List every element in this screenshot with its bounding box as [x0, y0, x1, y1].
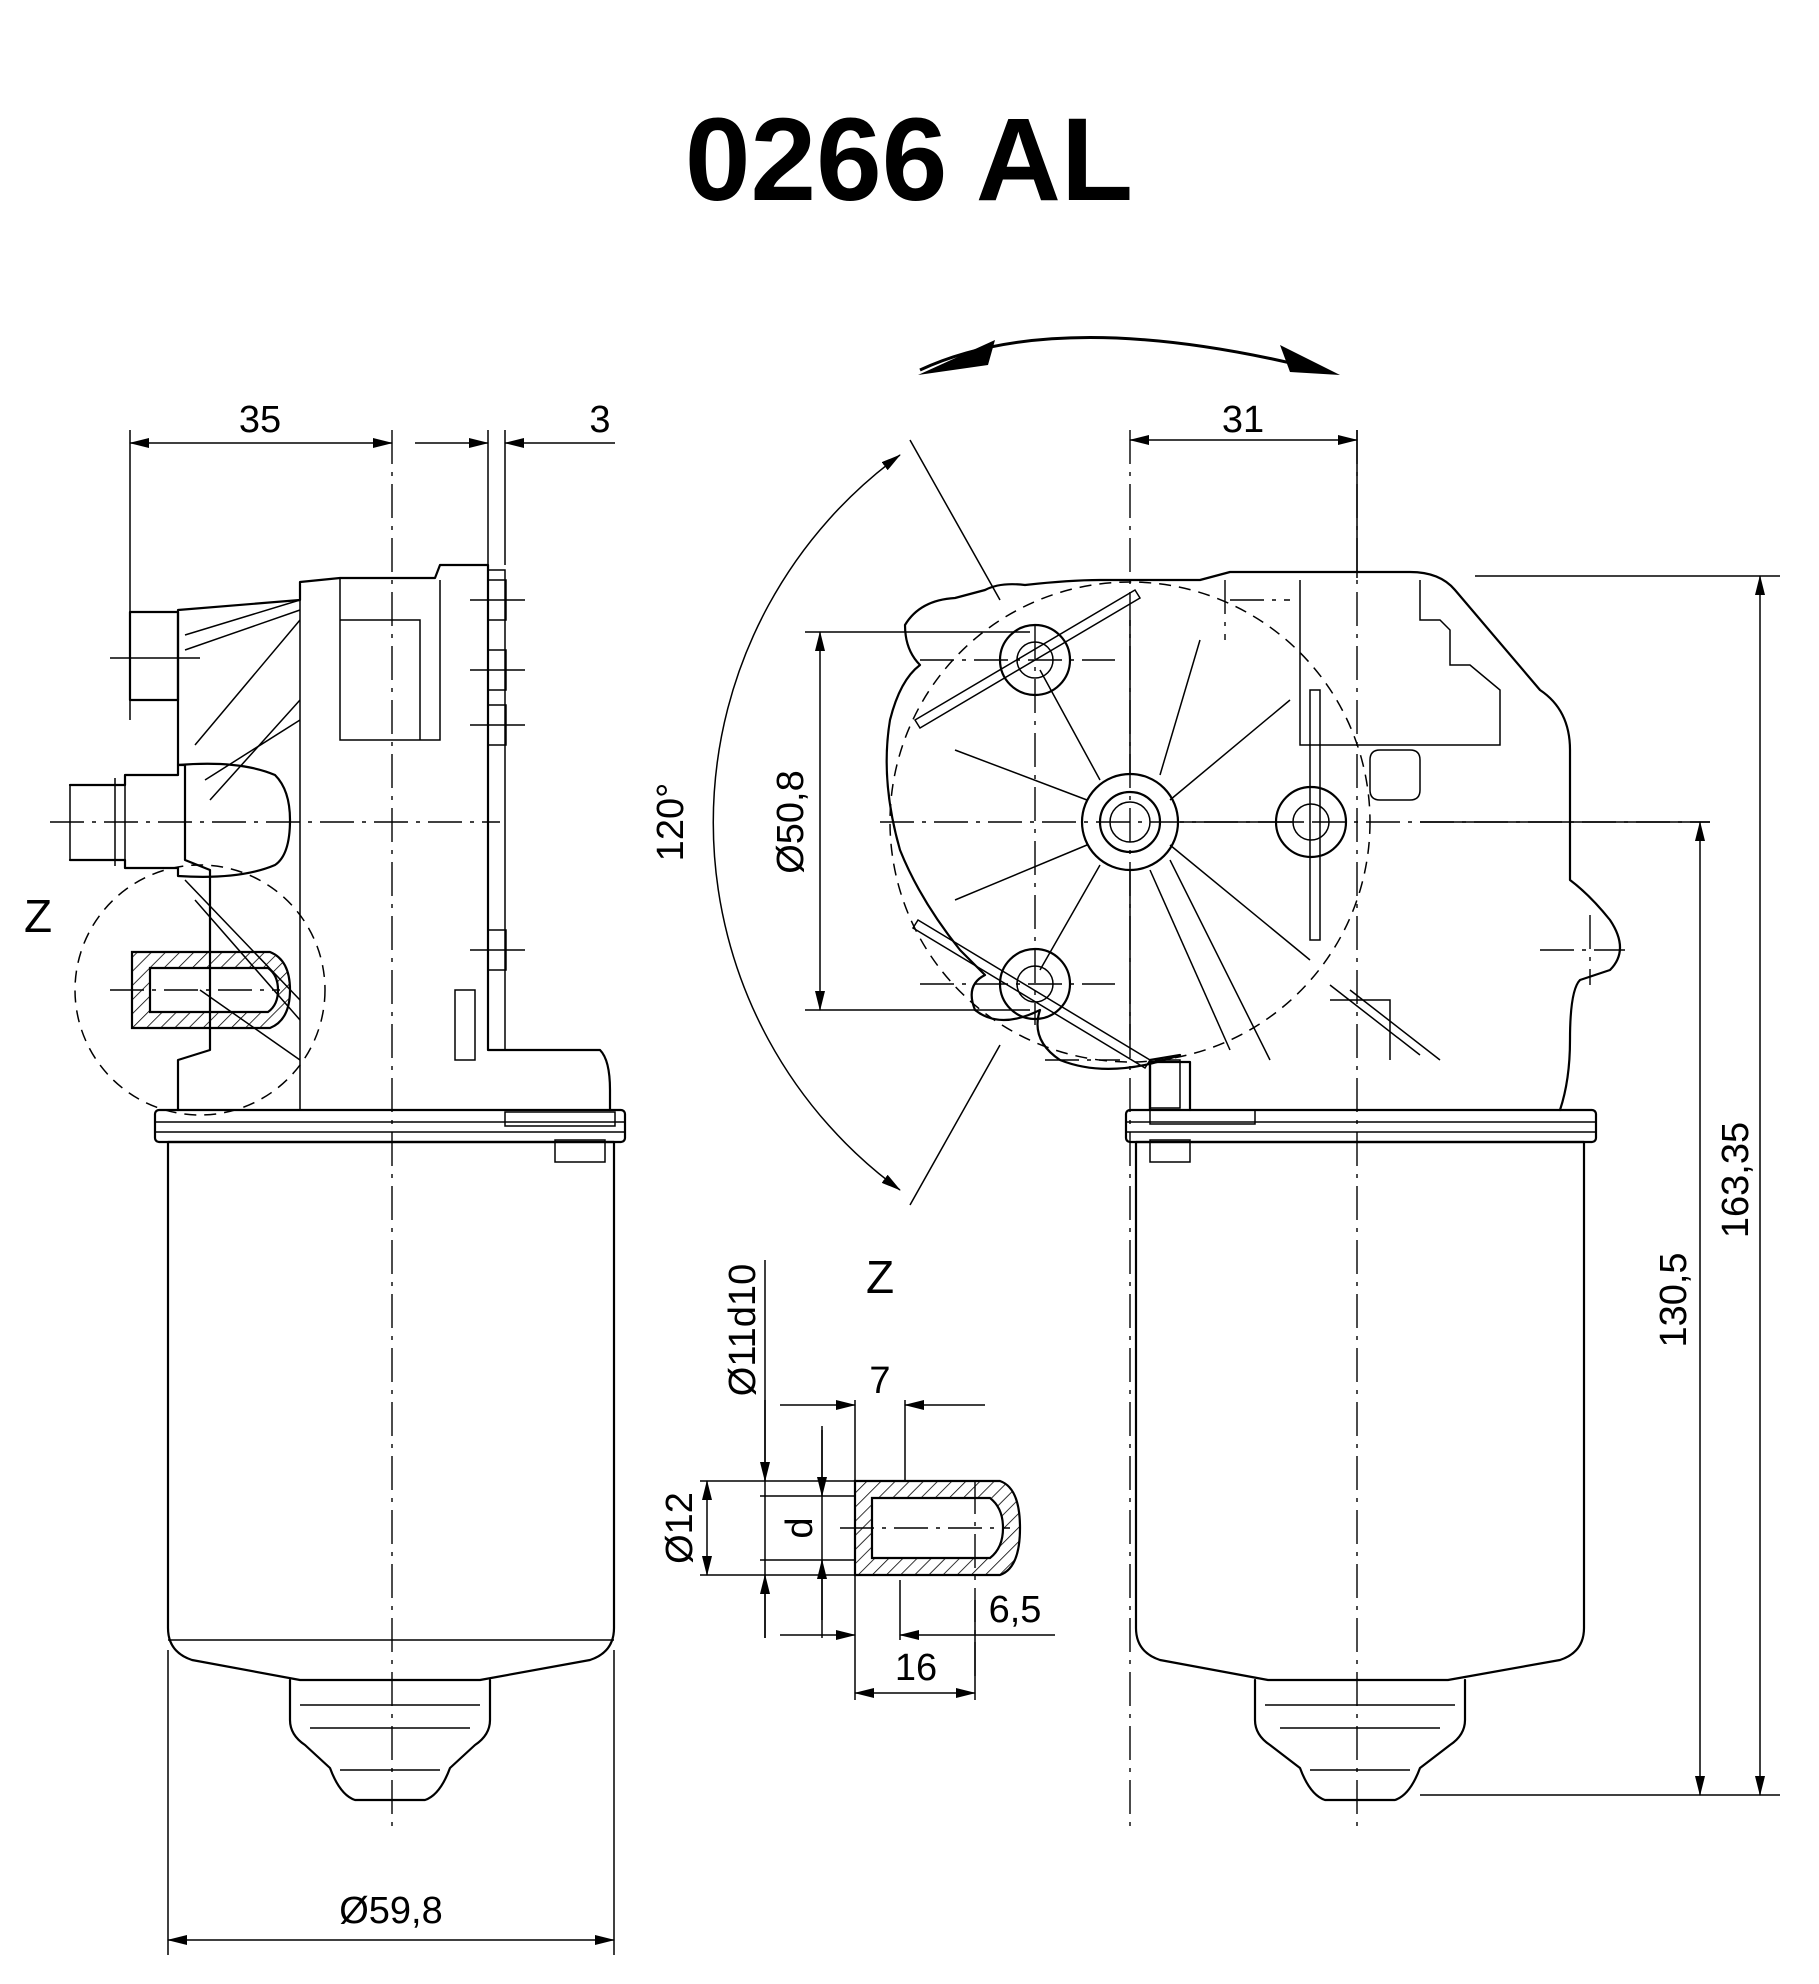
- motor-can-right: [1134, 1140, 1586, 1682]
- motor-can-left: [166, 1140, 616, 1682]
- dim-diameter-59-8: Ø59,8: [339, 1890, 443, 1932]
- bearing-cap-left: [288, 1678, 492, 1802]
- output-shaft-left: [68, 762, 292, 878]
- dim-6-5: 6,5: [989, 1589, 1042, 1631]
- dim-7: 7: [869, 1360, 890, 1402]
- dim-16: 16: [895, 1647, 937, 1689]
- dim-bolt-circle-50-8: Ø50,8: [770, 770, 812, 874]
- detail-z-circle: [74, 864, 326, 1116]
- dim-bore-11d10: Ø11d10: [722, 1264, 764, 1396]
- detail-z-view: [700, 1260, 1055, 1700]
- dim-height-130-5: 130,5: [1653, 1252, 1695, 1347]
- left-side-view: [50, 430, 627, 1955]
- dim-d: d: [779, 1517, 821, 1538]
- gearbox-housing-right: [885, 570, 1622, 1112]
- detail-z-marker: Z: [24, 890, 52, 942]
- dim-3: 3: [589, 399, 610, 441]
- bushing-section-left: [130, 950, 292, 1030]
- rotation-direction-arrow: [919, 336, 1321, 372]
- drawing-title: 0266 AL: [685, 94, 1133, 226]
- connector-left: [128, 610, 180, 702]
- dim-outer-12: Ø12: [659, 1492, 701, 1564]
- dim-35: 35: [239, 399, 281, 441]
- dim-31: 31: [1222, 399, 1264, 441]
- dim-height-163-35: 163,35: [1715, 1122, 1757, 1238]
- detail-z-title: Z: [866, 1251, 894, 1303]
- motor-flange-right: [1124, 1108, 1598, 1144]
- dim-angle-120: 120°: [650, 783, 692, 862]
- motor-flange-left: [153, 1108, 627, 1144]
- bearing-cap-right: [1253, 1678, 1467, 1802]
- right-front-view: [712, 336, 1780, 1830]
